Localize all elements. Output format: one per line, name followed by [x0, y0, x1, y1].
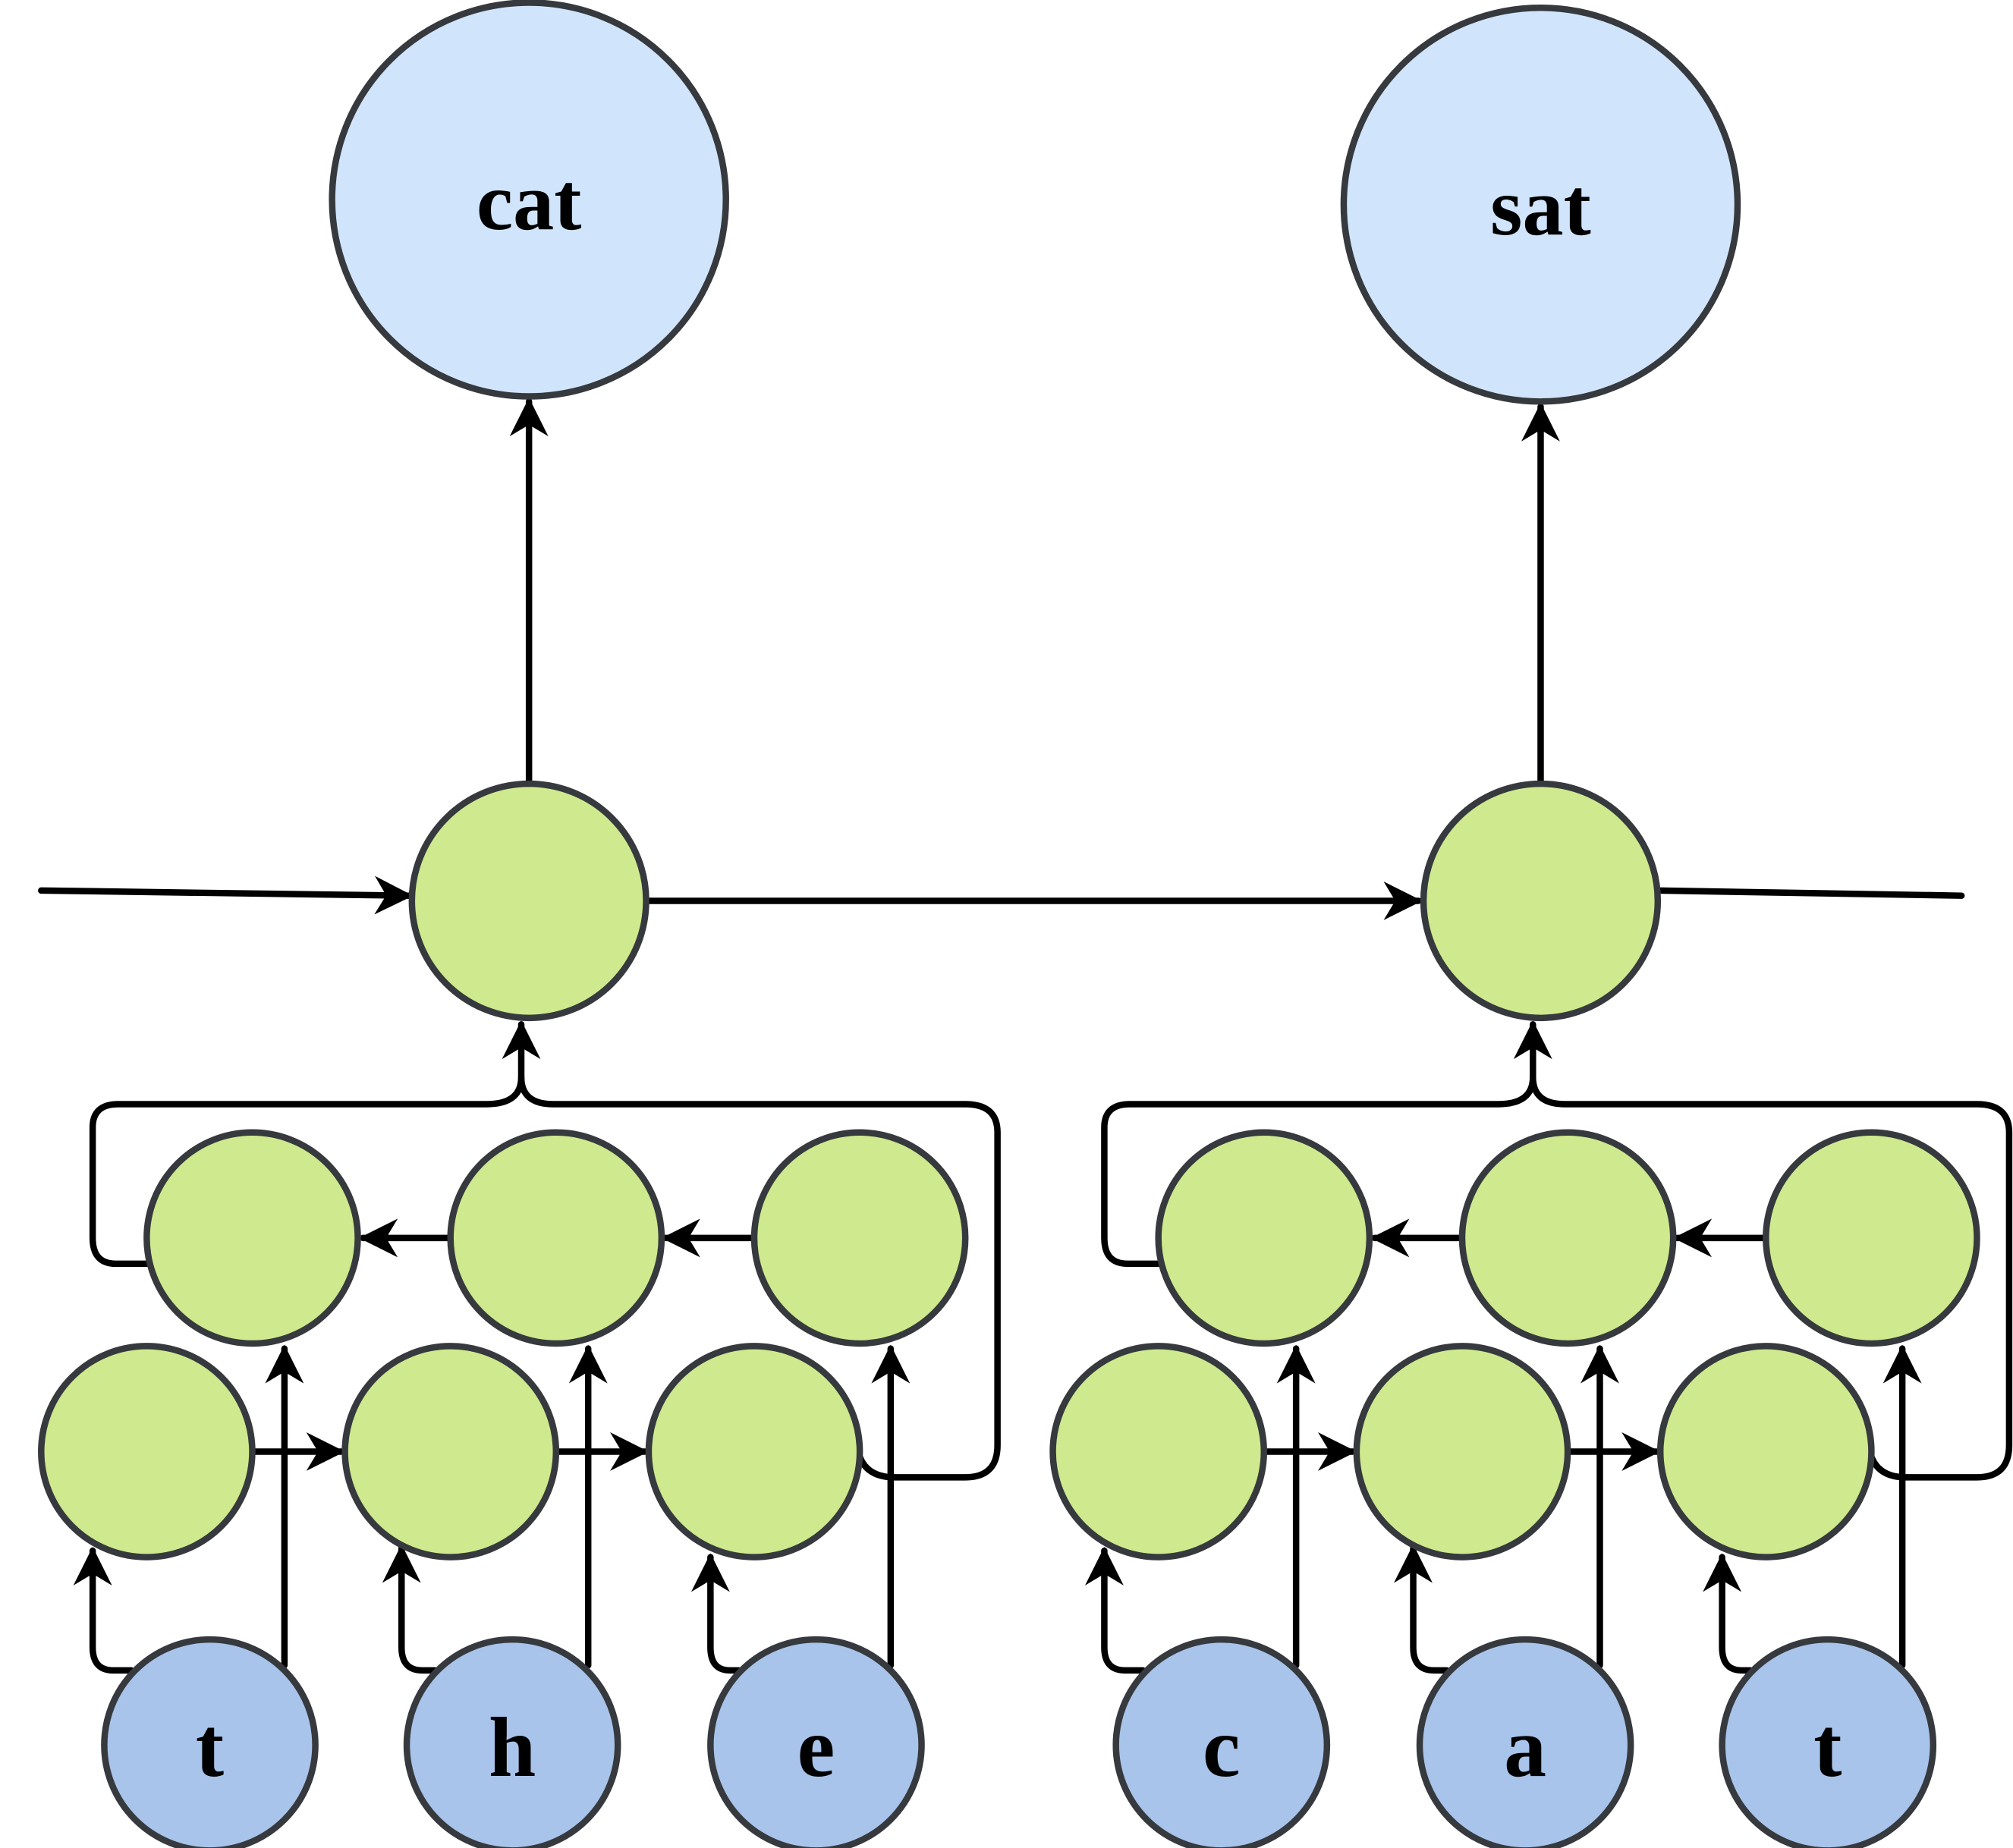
edge-group1-backward-merge: [89, 1020, 541, 1268]
g1-input-label-1: t: [196, 1701, 224, 1795]
output-label-word-1: cat: [477, 156, 582, 247]
g2-input-label-3: t: [1813, 1701, 1842, 1795]
g1-forward-cell-3: [645, 1343, 863, 1560]
edge-group2-forward-merge: [1530, 1073, 2013, 1481]
edges: [38, 398, 2013, 1674]
edge-g2-in1-to-fwd1: [1084, 1547, 1146, 1674]
g1-input-node-3: [707, 1636, 925, 1848]
g1-input-node-2: [403, 1636, 621, 1848]
output-node-word-1: [329, 0, 729, 400]
output-node-word-2: [1340, 4, 1741, 405]
edge-outgoing-state: [1656, 887, 1965, 899]
edge-g1-in1-to-fwd1: [73, 1547, 135, 1674]
edge-g2-in3-to-fwd3: [1703, 1553, 1754, 1674]
g1-input-node-1: [101, 1636, 319, 1848]
char-forward-cells: [38, 1343, 1875, 1560]
g1-forward-cell-1: [38, 1343, 256, 1560]
edge-group1-forward-merge: [517, 1073, 1001, 1481]
char-backward-cells: [143, 1129, 1980, 1347]
g2-input-node-3: [1719, 1636, 1937, 1848]
g1-backward-cell-1: [143, 1129, 361, 1347]
g2-input-node-2: [1416, 1636, 1634, 1848]
g2-forward-cell-1: [1049, 1343, 1267, 1560]
g2-backward-cell-2: [1458, 1129, 1677, 1347]
g2-forward-cell-3: [1656, 1343, 1875, 1560]
g1-input-label-2: h: [489, 1701, 536, 1795]
output-nodes: cat sat: [329, 0, 1741, 405]
word-hidden-nodes: [408, 780, 1662, 1022]
edge-g1-in2-to-fwd2: [382, 1544, 439, 1674]
g1-forward-cell-2: [341, 1343, 560, 1560]
word-hidden-node-1: [408, 780, 650, 1022]
g2-input-label-1: c: [1203, 1701, 1241, 1795]
g2-input-node-1: [1112, 1636, 1331, 1848]
char-input-nodes: t h e c a t: [101, 1636, 1937, 1848]
g1-input-label-3: e: [797, 1701, 835, 1795]
g2-input-label-2: a: [1504, 1701, 1546, 1795]
word-hidden-node-2: [1420, 780, 1662, 1022]
g2-backward-cell-1: [1155, 1129, 1373, 1347]
g1-backward-cell-2: [447, 1129, 665, 1347]
g2-forward-cell-2: [1353, 1343, 1571, 1560]
edge-g2-in2-to-fwd2: [1394, 1544, 1450, 1674]
output-label-word-2: sat: [1490, 162, 1591, 253]
edge-incoming-state: [38, 875, 414, 915]
edge-group2-backward-merge: [1101, 1020, 1552, 1268]
g2-backward-cell-3: [1763, 1129, 1980, 1347]
g1-backward-cell-3: [750, 1129, 969, 1347]
edge-g1-in3-to-fwd3: [690, 1553, 742, 1674]
